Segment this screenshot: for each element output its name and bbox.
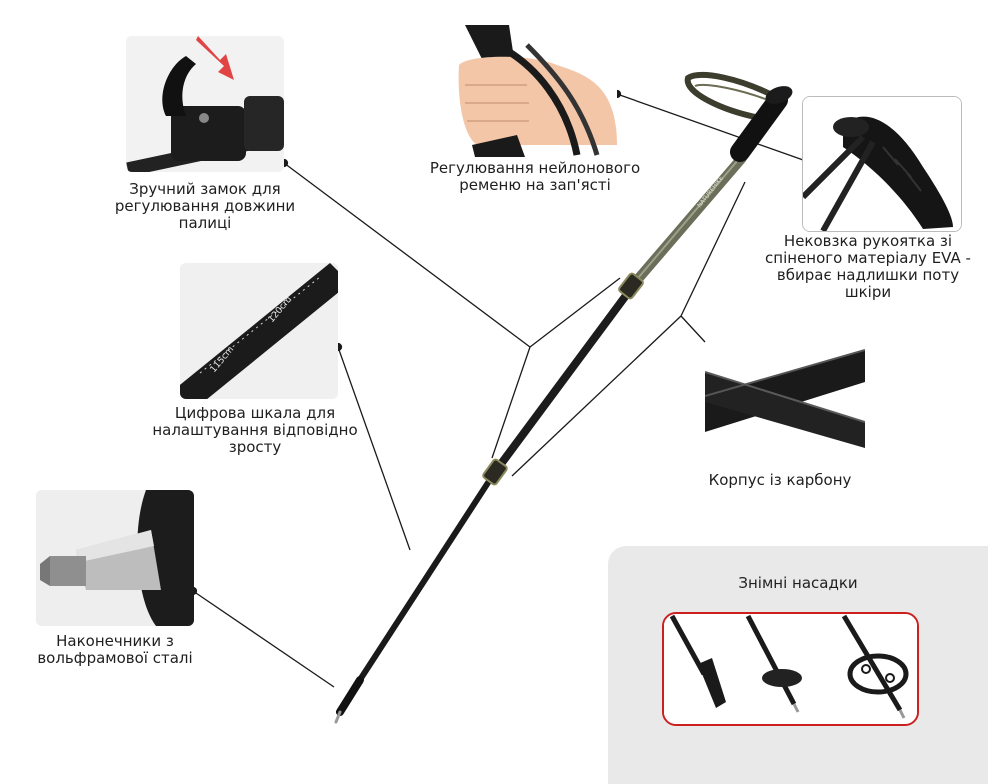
lock-caption-line: Зручний замок для	[129, 180, 281, 198]
carbon-leader-line	[680, 315, 706, 343]
scale-caption-line: Цифрова шкала для	[174, 404, 336, 422]
tip-caption-line: Наконечники з	[56, 632, 174, 650]
grip-caption-line: спіненого матеріалу EVA -	[765, 249, 971, 267]
strap-caption-line: Регулювання нейлонового	[429, 159, 641, 177]
lower-lock-ring	[482, 458, 508, 486]
grip-caption-line: вбирає надлишки поту	[776, 266, 960, 284]
tips-frame	[662, 612, 919, 726]
carbon-caption-line: Корпус із карбону	[708, 471, 852, 489]
carbon-photo	[705, 342, 865, 454]
carbon-caption: Корпус із карбону	[680, 472, 880, 489]
scale-caption: Цифрова шкала для налаштування відповідн…	[130, 405, 380, 456]
strap-grip-leader-line	[616, 93, 807, 162]
strap-caption: Регулювання нейлонового ременю на зап'яс…	[405, 160, 665, 194]
upper-lock-ring	[618, 272, 644, 300]
tip-caption-line: вольфрамової сталі	[37, 649, 193, 667]
wrist-strap-hand-photo	[457, 25, 617, 157]
strap-caption-line: ременю на зап'ясті	[459, 176, 611, 194]
lock-leader-line	[283, 162, 531, 348]
lower-shaft	[336, 472, 496, 715]
grip-caption: Нековзка рукоятка зі спіненого матеріалу…	[748, 233, 988, 301]
carbon-leader-branch-upper	[680, 181, 746, 317]
pole-brand-text: NATUREHIKE	[696, 175, 725, 210]
tip-caption: Наконечники з вольфрамової сталі	[10, 633, 220, 667]
interchangeable-tips-photo	[664, 614, 917, 724]
carbide-point	[334, 710, 342, 724]
tip-leader-line	[192, 590, 335, 688]
lock-caption-line: палиці	[178, 214, 232, 232]
scale-leader-line	[337, 346, 411, 551]
scale-caption-line: налаштування відповідно	[152, 421, 358, 439]
upper-shaft-highlight	[632, 159, 739, 285]
grip-photo	[802, 96, 962, 232]
carbon-leader-branch-lower	[511, 315, 682, 477]
lock-caption-line: регулювання довжини	[114, 197, 296, 215]
length-scale-photo: 120cm 115cm	[180, 263, 338, 399]
wrist-strap	[684, 72, 780, 121]
grip-top-cap	[765, 86, 793, 104]
tips-panel-title: Знімні насадки	[738, 574, 858, 592]
carbon-shaft-photo	[705, 342, 865, 454]
grip-caption-line: шкіри	[844, 283, 892, 301]
scale-caption-line: зросту	[228, 438, 282, 456]
tips-panel: Знімні насадки	[608, 546, 988, 784]
lock-photo	[126, 36, 284, 172]
tungsten-tip-photo	[36, 490, 194, 626]
scale-photo: 120cm 115cm	[180, 263, 338, 399]
lower-tip-holder	[336, 676, 364, 716]
tip-photo	[36, 490, 194, 626]
lock-leader-branch-upper	[529, 277, 621, 348]
lock-caption: Зручний замок для регулювання довжини па…	[90, 181, 320, 232]
pole-grip	[730, 90, 788, 162]
strap-photo	[457, 25, 617, 157]
flip-lock-clamp-photo	[126, 36, 284, 172]
middle-shaft	[491, 286, 634, 476]
grip-caption-line: Нековзка рукоятка зі	[783, 232, 953, 250]
eva-foam-grip-photo	[803, 97, 961, 231]
lock-leader-branch-lower	[491, 346, 531, 459]
